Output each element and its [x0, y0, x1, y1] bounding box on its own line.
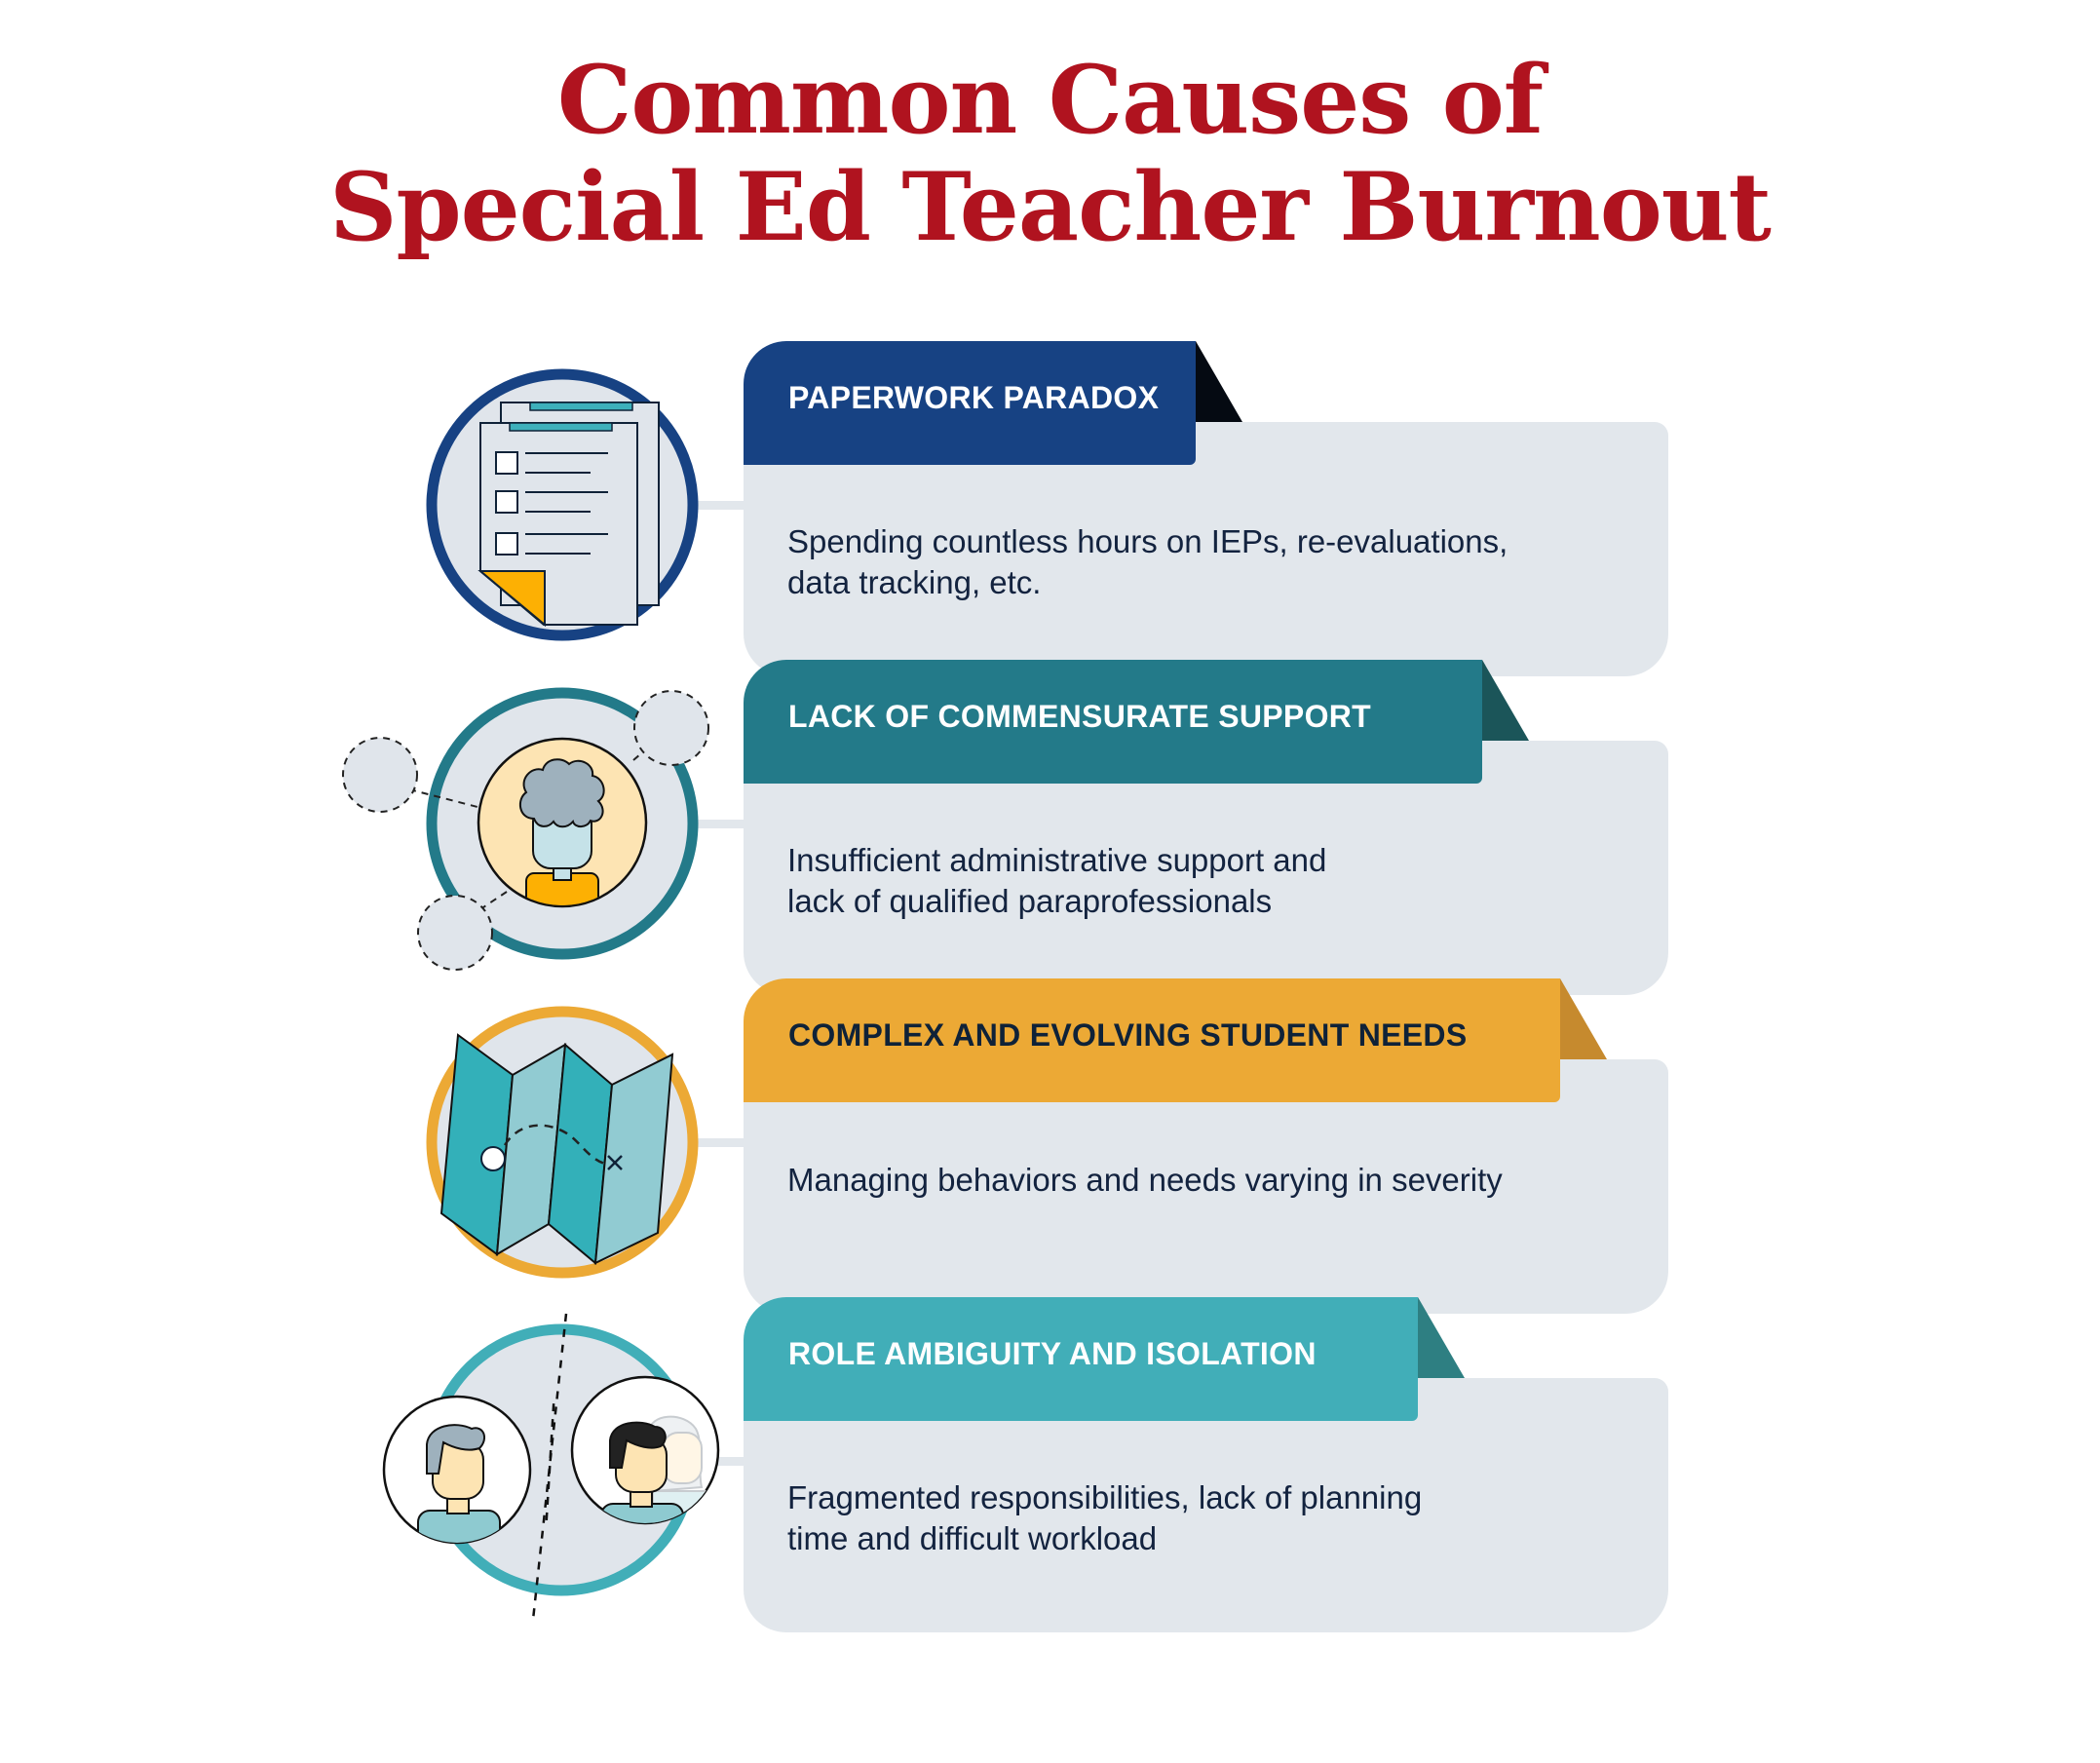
tab-fold: [1196, 341, 1242, 422]
folded-map-route-icon: [426, 1006, 699, 1279]
description-line: time and difficult workload: [787, 1520, 1158, 1556]
connector-line: [682, 1138, 760, 1147]
connector-line: [682, 820, 760, 828]
connector-line: [682, 1457, 760, 1466]
page-title-line-1: Common Causes of: [556, 45, 1544, 155]
cause-heading-tab: ROLE AMBIGUITY AND ISOLATION: [744, 1297, 1418, 1421]
description-line: lack of qualified paraprofessionals: [787, 883, 1273, 919]
isolated-person-network-icon: [342, 687, 709, 971]
connector-line: [682, 501, 760, 510]
divided-people-icon: [382, 1313, 720, 1621]
cause-heading: ROLE AMBIGUITY AND ISOLATION: [788, 1336, 1317, 1371]
cause-heading: PAPERWORK PARADOX: [788, 380, 1160, 415]
description-line: Managing behaviors and needs varying in …: [787, 1162, 1503, 1198]
tab-fold: [1482, 660, 1529, 741]
cause-heading: LACK OF COMMENSURATE SUPPORT: [788, 699, 1372, 734]
cause-description: Managing behaviors and needs varying in …: [787, 1160, 1503, 1201]
page-title-line-2: Special Ed Teacher Burnout: [329, 152, 1772, 262]
description-line: Fragmented responsibilities, lack of pla…: [787, 1479, 1423, 1515]
description-line: data tracking, etc.: [787, 564, 1042, 600]
cause-description: Spending countless hours on IEPs, re-eva…: [787, 521, 1508, 603]
cause-description: Fragmented responsibilities, lack of pla…: [787, 1477, 1422, 1559]
cause-heading-tab: PAPERWORK PARADOX: [744, 341, 1196, 465]
description-line: Insufficient administrative support and: [787, 842, 1327, 878]
tab-fold: [1560, 978, 1607, 1059]
description-line: Spending countless hours on IEPs, re-eva…: [787, 523, 1508, 559]
tab-fold: [1418, 1297, 1465, 1378]
cause-heading: COMPLEX AND EVOLVING STUDENT NEEDS: [788, 1017, 1468, 1053]
clipboard-checklist-icon: [426, 368, 699, 641]
cause-description: Insufficient administrative support and …: [787, 840, 1326, 922]
cause-heading-tab: COMPLEX AND EVOLVING STUDENT NEEDS: [744, 978, 1560, 1102]
cause-heading-tab: LACK OF COMMENSURATE SUPPORT: [744, 660, 1482, 784]
